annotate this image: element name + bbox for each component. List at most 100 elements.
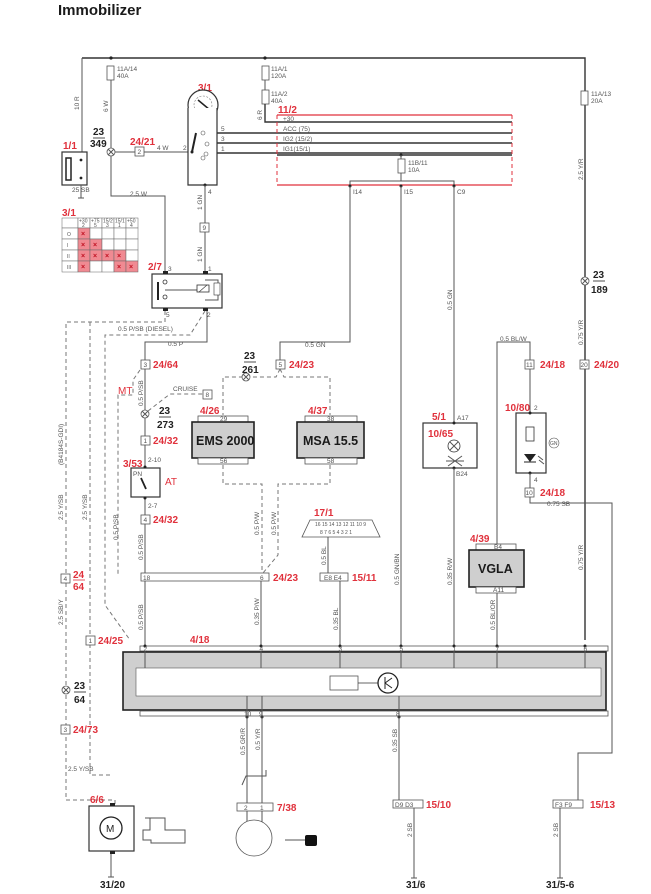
connector-24-64 [60,573,71,584]
svg-text:189: 189 [591,285,608,296]
svg-text:2: 2 [244,805,248,812]
svg-text:23: 23 [159,406,171,417]
switch-output-wires [217,132,512,154]
svg-text:1: 1 [89,638,93,645]
svg-text:2: 2 [207,312,211,319]
svg-text:29: 29 [220,416,228,423]
svg-text:8 7 6 5 4 3 2 1: 8 7 6 5 4 3 2 1 [320,530,352,536]
table-header-pin: 3 [106,223,109,229]
svg-text:B24: B24 [456,471,468,478]
table-header-label: +50 [127,219,136,225]
connector-15-11 [319,572,349,582]
svg-text:MT: MT [118,386,132,397]
svg-text:6: 6 [260,575,264,582]
motor-icon [99,816,123,840]
table-row-label: III [67,265,71,271]
wire-6r [264,104,512,123]
svg-text:2.5 SB/Y: 2.5 SB/Y [58,599,65,625]
svg-text:0.35 R/W: 0.35 R/W [447,557,454,585]
svg-text:20: 20 [581,362,589,369]
module-pin-dot [338,644,342,648]
svg-text:CRUISE: CRUISE [173,386,198,393]
svg-text:D9 D3: D9 D3 [395,802,414,809]
svg-text:E8 E4: E8 E4 [324,575,342,582]
svg-text:4/39: 4/39 [470,534,490,545]
svg-text:15/13: 15/13 [590,800,615,811]
svg-text:11A/2: 11A/2 [271,91,288,98]
svg-text:I15: I15 [404,189,413,196]
table-row-label-cell [61,249,79,262]
msa-15-5-module [296,421,365,459]
table-cell-mark: × [117,264,121,271]
svg-text:0.5 P/SB: 0.5 P/SB [113,514,120,540]
svg-text:16 15 14 13 12 11 10 9: 16 15 14 13 12 11 10 9 [315,522,366,528]
table-cell [101,238,115,251]
table-row-label: II [67,254,70,260]
svg-text:40A: 40A [271,98,283,105]
svg-text:11: 11 [526,362,533,369]
svg-text:6/6: 6/6 [90,795,104,806]
svg-text:2 SB: 2 SB [553,823,560,837]
svg-text:MSA 15.5: MSA 15.5 [303,434,358,448]
svg-text:24/23: 24/23 [289,360,314,371]
svg-text:2: 2 [138,149,142,156]
wire-2-5-ysb-a [65,311,166,805]
module-pin-dot [452,644,456,648]
svg-text:2 SB: 2 SB [407,823,414,837]
svg-text:0.5 P/W: 0.5 P/W [254,511,261,535]
svg-text:0.75 Y/R: 0.75 Y/R [578,320,585,345]
svg-text:PN: PN [133,471,142,478]
svg-text:24/32: 24/32 [153,436,178,447]
svg-text:24: 24 [73,570,85,581]
table-header-label: +75 [91,219,100,225]
svg-text:2.5 W: 2.5 W [130,191,148,198]
fuse-11a-14 [106,65,115,81]
svg-text:F3 F9: F3 F9 [555,802,572,809]
module-pin-label: 4 [260,646,264,653]
table-cell-mark: × [81,264,85,271]
svg-text:9: 9 [203,225,207,232]
svg-text:4: 4 [64,576,68,583]
svg-text:11A/14: 11A/14 [117,66,138,73]
svg-text:IG1(15/1): IG1(15/1) [283,146,310,153]
svg-text:2.5 Y/SB: 2.5 Y/SB [68,766,94,773]
svg-text:2.5 Y/R: 2.5 Y/R [578,158,585,180]
page-title: Immobilizer [58,2,142,19]
svg-text:24/64: 24/64 [153,360,178,371]
immobilizer-symbol-icon [446,455,464,467]
svg-text:2.5 Y/SB: 2.5 Y/SB [82,494,89,520]
fuse-11a-13 [580,90,589,106]
module-pin-label: 6 [584,646,588,653]
antenna-connector-7-38 [236,802,274,812]
module-pin-label: 10 [244,711,252,718]
svg-text:4/26: 4/26 [200,406,220,417]
svg-text:4: 4 [144,517,148,524]
svg-text:0.5 GN: 0.5 GN [447,289,454,310]
svg-text:273: 273 [157,420,174,431]
svg-text:8: 8 [206,392,210,399]
table-row-label: I [67,243,68,249]
table-header-pin: 4 [130,223,133,229]
module-pin-label: 2 [144,646,148,653]
fuse-11a-2 [261,89,270,105]
svg-text:10/65: 10/65 [428,429,453,440]
module-pin-dot [399,644,403,648]
svg-text:0.5 P/SB: 0.5 P/SB [138,604,145,630]
ground-connector-15-10 [392,799,424,809]
table-cell [125,249,139,262]
svg-text:24/32: 24/32 [153,515,178,526]
table-cell [125,227,139,240]
svg-text:10 R: 10 R [74,96,81,110]
table-cell-mark: × [81,242,85,249]
svg-text:3/53: 3/53 [123,459,143,470]
battery-icon [65,157,72,181]
svg-text:5/1: 5/1 [432,412,446,423]
table-cell-mark: × [105,253,109,260]
svg-text:A17: A17 [457,415,469,422]
svg-text:24/73: 24/73 [73,725,98,736]
table-row-label-cell [61,238,79,251]
svg-text:1: 1 [144,438,148,445]
table-header-label: 15/2 [103,219,113,225]
